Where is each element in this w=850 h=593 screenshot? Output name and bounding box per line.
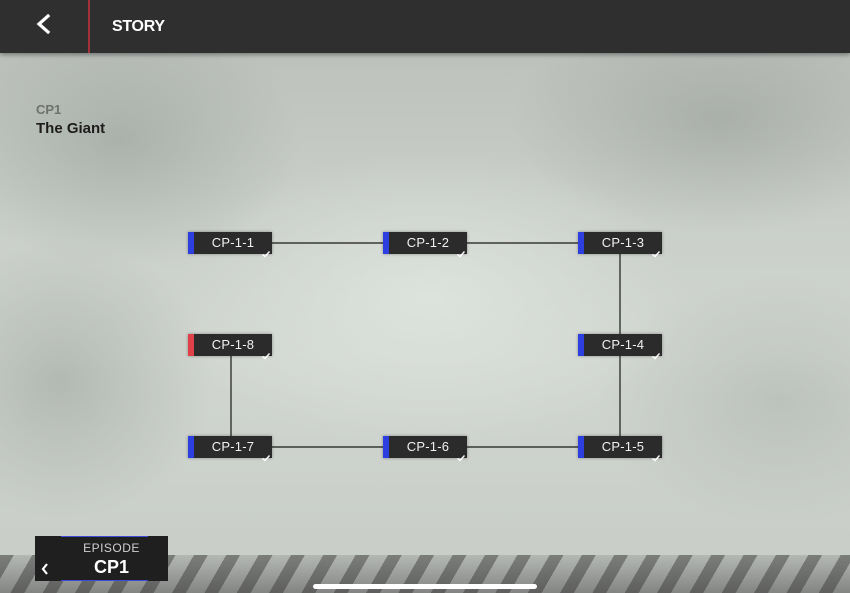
checkmark-icon bbox=[456, 449, 466, 462]
stage-label: CP-1-3 bbox=[601, 235, 645, 250]
stage-node-cp-1-5[interactable]: CP-1-5 bbox=[578, 436, 662, 462]
checkmark-icon bbox=[261, 449, 271, 462]
episode-value: CP1 bbox=[93, 557, 129, 577]
checkmark-icon bbox=[261, 245, 271, 258]
stage-status-bar bbox=[578, 334, 584, 356]
stage-status-bar bbox=[383, 232, 389, 254]
stage-label: CP-1-4 bbox=[601, 337, 645, 352]
stage-label: CP-1-2 bbox=[406, 235, 450, 250]
chevron-left-icon bbox=[35, 13, 53, 39]
checkmark-icon bbox=[651, 245, 661, 258]
episode-selector[interactable]: EPISODE CP1 bbox=[35, 536, 168, 581]
checkmark-icon bbox=[651, 347, 661, 360]
stage-status-bar bbox=[578, 436, 584, 458]
stage-status-bar bbox=[578, 232, 584, 254]
stage-label: CP-1-8 bbox=[211, 337, 255, 352]
stage-status-bar bbox=[383, 436, 389, 458]
header-divider bbox=[88, 0, 90, 53]
home-indicator[interactable] bbox=[313, 584, 537, 589]
checkmark-icon bbox=[261, 347, 271, 360]
stage-label: CP-1-5 bbox=[601, 439, 645, 454]
stage-node-cp-1-6[interactable]: CP-1-6 bbox=[383, 436, 467, 462]
checkmark-icon bbox=[456, 245, 466, 258]
stage-node-cp-1-3[interactable]: CP-1-3 bbox=[578, 232, 662, 258]
stage-node-cp-1-7[interactable]: CP-1-7 bbox=[188, 436, 272, 462]
stage-node-cp-1-2[interactable]: CP-1-2 bbox=[383, 232, 467, 258]
stage-label: CP-1-6 bbox=[406, 439, 450, 454]
stage-node-cp-1-4[interactable]: CP-1-4 bbox=[578, 334, 662, 360]
stage-node-cp-1-1[interactable]: CP-1-1 bbox=[188, 232, 272, 258]
stage-node-cp-1-8[interactable]: CP-1-8 bbox=[188, 334, 272, 360]
checkmark-icon bbox=[651, 449, 661, 462]
stage-status-bar bbox=[188, 436, 194, 458]
top-bar: STORY bbox=[0, 0, 850, 53]
stage-label: CP-1-7 bbox=[211, 439, 255, 454]
chevron-left-icon[interactable] bbox=[40, 562, 50, 576]
page-title: STORY bbox=[112, 18, 165, 35]
chapter-code: CP1 bbox=[36, 102, 62, 117]
chapter-title: The Giant bbox=[36, 120, 106, 137]
stage-status-bar bbox=[188, 232, 194, 254]
back-button[interactable] bbox=[0, 0, 88, 53]
stage-status-bar bbox=[188, 334, 194, 356]
stage-label: CP-1-1 bbox=[211, 235, 255, 250]
episode-label: EPISODE bbox=[83, 541, 140, 555]
